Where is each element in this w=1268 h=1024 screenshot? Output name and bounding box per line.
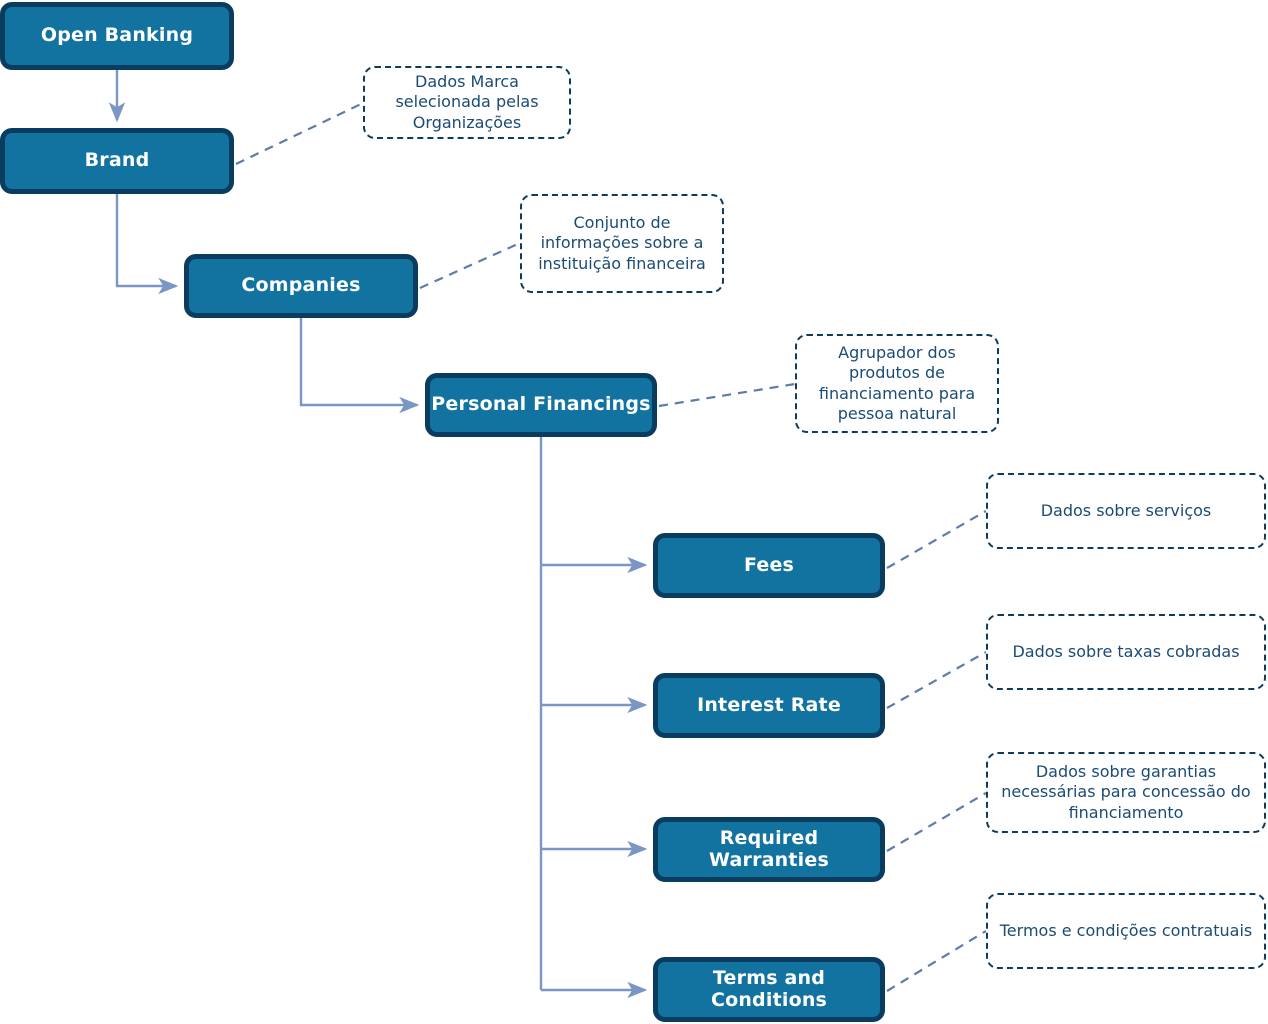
leader-brand — [235, 102, 364, 165]
node-open-banking[interactable]: Open Banking — [0, 2, 234, 70]
note-companies: Conjunto de informações sobre a institui… — [520, 194, 724, 293]
note-terms-and-conditions: Termos e condições contratuais — [986, 893, 1266, 969]
node-personal-financings[interactable]: Personal Financings — [425, 373, 657, 437]
node-fees[interactable]: Fees — [653, 533, 885, 598]
node-companies[interactable]: Companies — [184, 254, 418, 318]
note-brand: Dados Marca selecionada pelas Organizaçõ… — [363, 66, 571, 139]
note-fees: Dados sobre serviços — [986, 473, 1266, 549]
leader-fees — [886, 510, 987, 569]
node-terms-and-conditions[interactable]: Terms and Conditions — [653, 957, 885, 1022]
leader-personal-financings — [658, 382, 796, 408]
edge-companies-to-personal-financings — [299, 318, 420, 414]
node-required-warranties[interactable]: Required Warranties — [653, 817, 885, 882]
leader-terms-and-conditions — [886, 930, 987, 992]
note-required-warranties: Dados sobre garantias necessárias para c… — [986, 752, 1266, 833]
leader-required-warranties — [886, 792, 987, 852]
note-personal-financings: Agrupador dos produtos de financiamento … — [795, 334, 999, 433]
leader-interest-rate — [886, 651, 987, 709]
note-interest-rate: Dados sobre taxas cobradas — [986, 614, 1266, 690]
node-brand[interactable]: Brand — [0, 128, 234, 194]
edge-brand-to-companies — [115, 194, 179, 295]
node-interest-rate[interactable]: Interest Rate — [653, 673, 885, 738]
leader-companies — [419, 241, 521, 290]
